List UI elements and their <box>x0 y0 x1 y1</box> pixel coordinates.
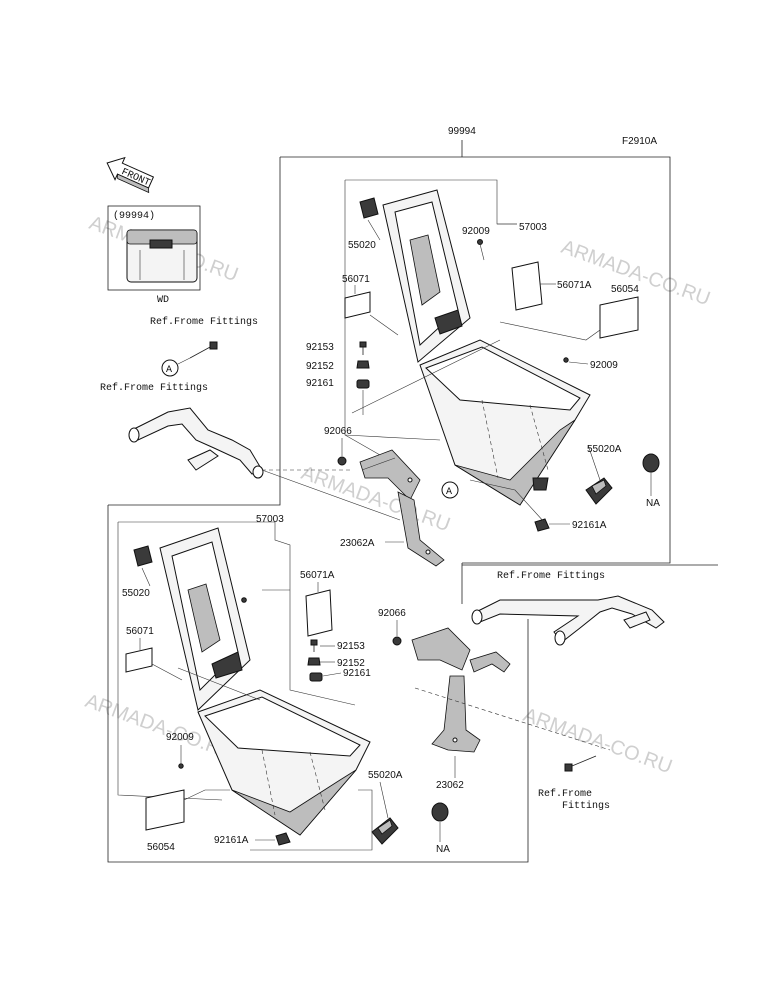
upper-bolt-stack <box>356 341 370 415</box>
upper-spacer-icon <box>337 456 347 466</box>
marker-a-right: A <box>441 481 459 499</box>
label-bracket-lower: 23062 <box>436 780 464 791</box>
label-collar-upper: 92161 <box>306 378 334 389</box>
label-sticker-a-lower: 56071A <box>300 570 335 581</box>
lower-lock-icon <box>133 545 153 587</box>
label-ref-frame-bottom-1: Ref.Frome <box>538 788 592 800</box>
label-sticker-upper-left: 56071 <box>342 274 370 285</box>
label-assembly: 99994 <box>448 126 476 137</box>
label-nut-upper: 92152 <box>306 361 334 372</box>
label-latch-upper: 55020A <box>587 444 622 455</box>
figure-code: F2910A <box>622 136 657 147</box>
bottom-right-bolt-icon <box>564 755 597 772</box>
label-screw-upper: 92009 <box>462 226 490 237</box>
front-arrow-badge: FRONT <box>106 156 155 194</box>
label-latch-lower: 55020A <box>368 770 403 781</box>
label-screw-right: 92009 <box>590 360 618 371</box>
lower-sticker-a <box>305 589 333 637</box>
lower-assembly-frame <box>107 505 529 863</box>
upper-latch-icon <box>585 477 613 505</box>
lower-side-case <box>159 527 371 836</box>
upper-assembly-frame <box>108 140 671 604</box>
lower-sub-box <box>118 521 356 706</box>
label-ref-frame-bottom-2: Fittings <box>562 800 610 812</box>
upper-lock-icon <box>359 197 381 241</box>
right-frame-tube <box>471 595 665 646</box>
upper-damper-icon <box>534 518 550 532</box>
label-sticker-a-upper: 56071A <box>557 280 592 291</box>
lower-latch-icon <box>371 817 399 845</box>
label-bracket-upper: 23062A <box>340 538 375 549</box>
watermarks: ARMADA-CO.RU ARMADA-CO.RU ARMADA-CO.RU A… <box>82 212 713 778</box>
upper-sticker-left <box>344 291 371 319</box>
label-ref-frame-right: Ref.Frome Fittings <box>497 570 605 582</box>
inset-caption: WD <box>157 295 169 306</box>
label-case-lower: 57003 <box>256 514 284 525</box>
label-bolt-lower: 92153 <box>337 641 365 652</box>
lower-bracket-icon <box>411 627 511 753</box>
label-plate-upper: 56054 <box>611 284 639 295</box>
marker-a-left: A <box>161 359 179 377</box>
lower-case-screw-icon <box>241 597 247 603</box>
upper-side-case <box>382 189 591 506</box>
label-case-upper: 57003 <box>519 222 547 233</box>
left-bolt-icon <box>189 341 218 359</box>
marker-a-left-label: A <box>166 365 172 376</box>
right-screw-icon <box>563 357 569 363</box>
label-na-upper: NA <box>646 498 660 509</box>
label-plate-lower: 56054 <box>147 842 175 853</box>
label-spacer-lower: 92066 <box>378 608 406 619</box>
watermark-5: ARMADA-CO.RU <box>520 704 675 778</box>
inset-case-icon <box>126 229 198 283</box>
lower-knob-icon <box>431 802 449 842</box>
label-sticker-lower-left: 56071 <box>126 626 154 637</box>
upper-screw-icon <box>477 239 483 245</box>
marker-a-right-label: A <box>446 487 452 498</box>
upper-knob-icon <box>642 453 660 496</box>
lower-spacer-icon <box>392 636 402 646</box>
lower-damper-icon <box>275 832 291 846</box>
label-damper-upper: 92161A <box>572 520 607 531</box>
label-bolt-upper: 92153 <box>306 342 334 353</box>
lower-bolt-stack <box>307 639 323 682</box>
label-spacer-upper: 92066 <box>324 426 352 437</box>
label-ref-frame-top: Ref.Frome Fittings <box>150 316 258 328</box>
label-ref-frame-left: Ref.Frome Fittings <box>100 382 208 394</box>
inset-code: (99994) <box>113 210 155 222</box>
label-na-lower: NA <box>436 844 450 855</box>
upper-bracket-icon <box>359 449 445 567</box>
lower-screw-icon <box>178 763 184 769</box>
left-frame-tube <box>128 407 264 479</box>
label-collar-lower: 92161 <box>343 668 371 679</box>
upper-sticker-a <box>511 261 543 311</box>
lower-sticker-left <box>125 647 153 673</box>
label-lock-lower: 55020 <box>122 588 150 599</box>
label-lock-upper: 55020 <box>348 240 376 251</box>
label-nut-lower: 92152 <box>337 658 365 669</box>
upper-plate <box>599 296 639 339</box>
lower-plate <box>145 789 185 831</box>
label-damper-lower: 92161A <box>214 835 249 846</box>
inset-box: (99994) WD <box>107 205 201 306</box>
label-screw-lower: 92009 <box>166 732 194 743</box>
